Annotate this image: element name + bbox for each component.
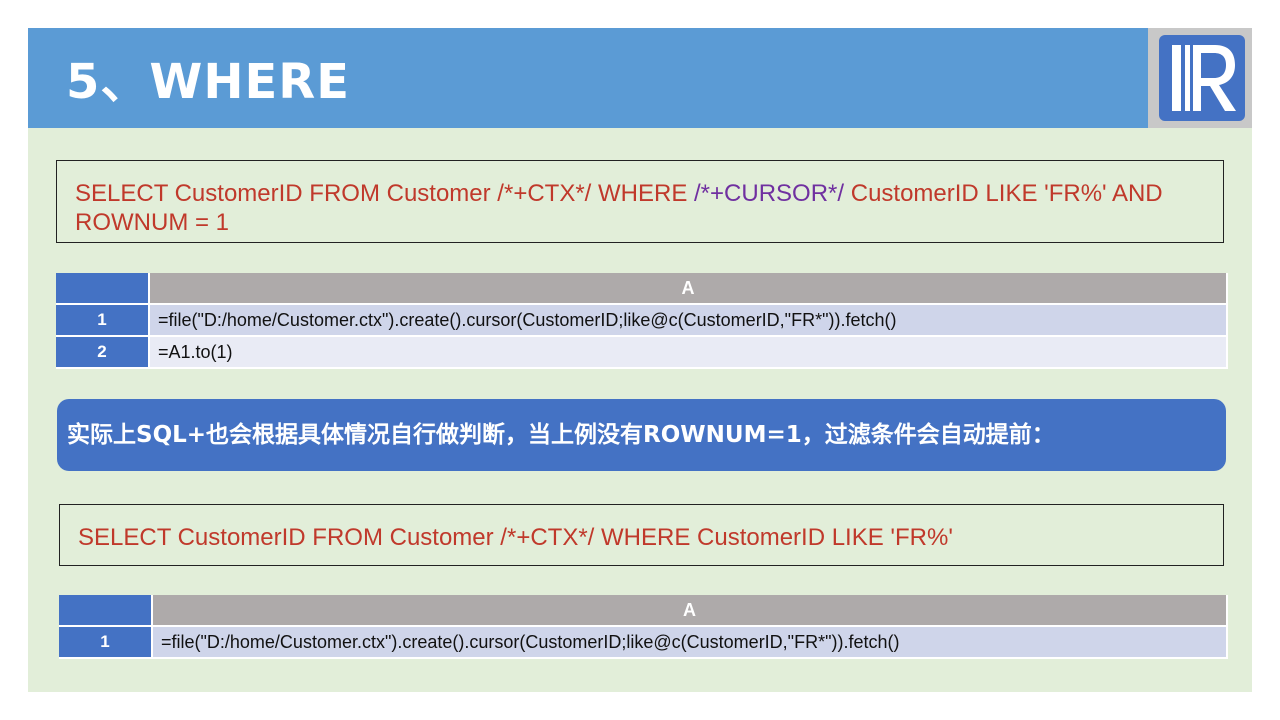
row-header[interactable]: 1 <box>56 305 150 337</box>
title-bar <box>28 28 1148 128</box>
esproc-grid-1: A 1 =file("D:/home/Customer.ctx").create… <box>56 273 1228 369</box>
sql-text-part2: CustomerID LIKE 'FR%' AND ROWNUM = 1 <box>75 180 1163 236</box>
callout-note: 实际上SQL+也会根据具体情况自行做判断，当上例没有ROWNUM=1，过滤条件会… <box>57 399 1226 471</box>
cell-a1[interactable]: =file("D:/home/Customer.ctx").create().c… <box>150 305 1228 337</box>
table-row: 1 =file("D:/home/Customer.ctx").create()… <box>59 627 1228 659</box>
logo <box>1159 35 1245 121</box>
page-title: 5、WHERE <box>66 54 351 110</box>
table-row: 2 =A1.to(1) <box>56 337 1228 369</box>
row-header[interactable]: 1 <box>59 627 153 659</box>
cell-a1[interactable]: =file("D:/home/Customer.ctx").create().c… <box>153 627 1228 659</box>
esproc-grid-2: A 1 =file("D:/home/Customer.ctx").create… <box>59 595 1228 659</box>
r-logo-icon <box>1172 45 1236 111</box>
grid-corner[interactable] <box>56 273 150 305</box>
column-header-a[interactable]: A <box>153 595 1228 627</box>
sql-text-part1: SELECT CustomerID FROM Customer /*+CTX*/… <box>75 180 695 207</box>
column-header-a[interactable]: A <box>150 273 1228 305</box>
row-header[interactable]: 2 <box>56 337 150 369</box>
grid-corner[interactable] <box>59 595 153 627</box>
sql-statement-2: SELECT CustomerID FROM Customer /*+CTX*/… <box>59 504 1224 566</box>
table-row: 1 =file("D:/home/Customer.ctx").create()… <box>56 305 1228 337</box>
sql-statement-1: SELECT CustomerID FROM Customer /*+CTX*/… <box>56 160 1224 243</box>
cursor-hint: /*+CURSOR*/ <box>694 180 845 207</box>
cell-a2[interactable]: =A1.to(1) <box>150 337 1228 369</box>
